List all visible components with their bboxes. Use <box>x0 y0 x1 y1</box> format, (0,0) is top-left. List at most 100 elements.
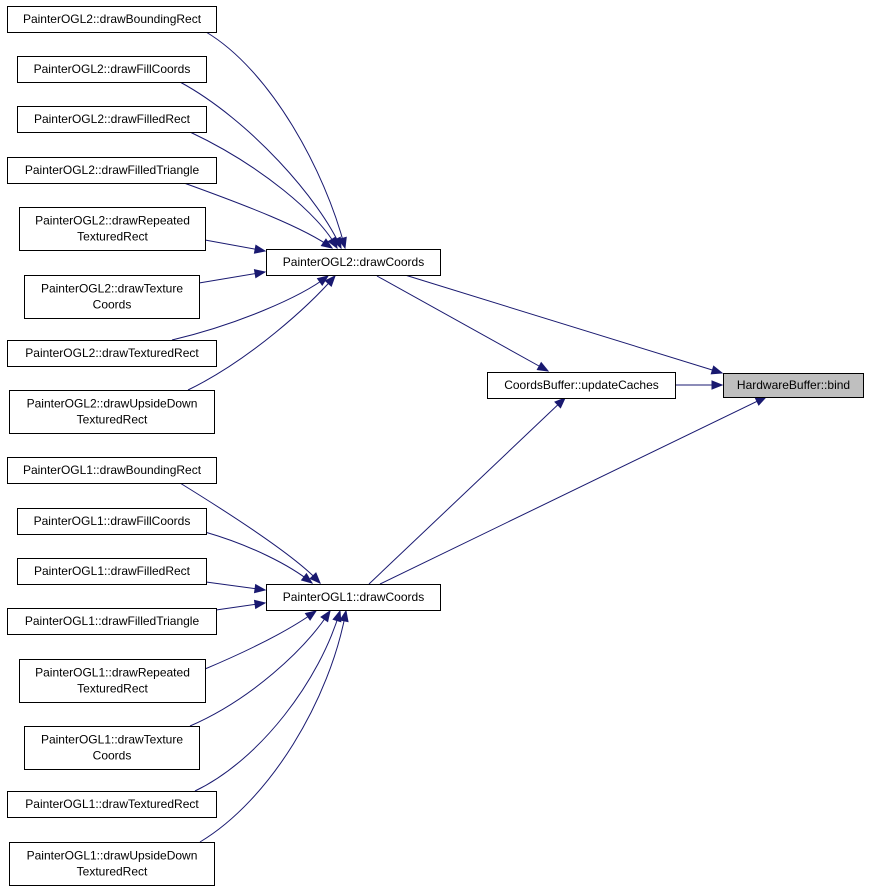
edge-line <box>199 610 347 843</box>
edge-ogl2-repeatedtexturedrect-to-ogl2-drawcoords <box>204 239 267 254</box>
node-ogl2-texturedrect[interactable]: PainterOGL2::drawTexturedRect <box>7 340 217 367</box>
node-label: TexturedRect <box>77 413 148 427</box>
node-box <box>7 340 217 367</box>
edge-line <box>179 482 321 584</box>
node-ogl1-fillcoords[interactable]: PainterOGL1::drawFillCoords <box>17 508 207 535</box>
node-label: CoordsBuffer::updateCaches <box>504 378 659 392</box>
node-box <box>9 390 215 434</box>
node-label: PainterOGL2::drawTexture <box>41 282 183 296</box>
node-label: PainterOGL1::drawRepeated <box>35 666 190 680</box>
node-label: Coords <box>93 298 132 312</box>
node-label: PainterOGL1::drawFilledRect <box>34 564 191 578</box>
edge-ogl1-upsidedowntexturedrect-to-ogl1-drawcoords <box>199 609 349 843</box>
edge-ogl1-texturedrect-to-ogl1-drawcoords <box>194 609 342 792</box>
node-label: PainterOGL1::drawBoundingRect <box>23 463 202 477</box>
node-ogl2-filledrect[interactable]: PainterOGL2::drawFilledRect <box>17 106 207 133</box>
node-label: PainterOGL2::drawUpsideDown <box>27 397 198 411</box>
node-cb-update[interactable]: CoordsBuffer::updateCaches <box>487 372 676 399</box>
arrowhead-icon <box>309 572 321 584</box>
arrowhead-icon <box>554 397 566 409</box>
node-label: PainterOGL1::drawTexturedRect <box>25 797 199 811</box>
arrowhead-icon <box>320 238 334 249</box>
edge-ogl2-drawcoords-to-hb-bind <box>404 274 724 375</box>
edges-layer <box>171 31 768 843</box>
node-box <box>24 275 200 319</box>
edge-line <box>204 610 317 670</box>
edge-ogl2-upsidedowntexturedrect-to-ogl2-drawcoords <box>187 274 336 391</box>
node-label: TexturedRect <box>77 682 148 696</box>
node-label: PainterOGL1::drawTexture <box>41 733 183 747</box>
edge-line <box>379 396 767 585</box>
edge-ogl2-filledrect-to-ogl2-drawcoords <box>189 131 338 250</box>
node-ogl2-filledtriangle[interactable]: PainterOGL2::drawFilledTriangle <box>7 157 217 184</box>
node-box <box>17 106 207 133</box>
node-box <box>19 207 206 251</box>
node-ogl1-filledrect[interactable]: PainterOGL1::drawFilledRect <box>17 558 207 585</box>
arrowhead-icon <box>710 365 724 375</box>
node-box <box>9 842 215 886</box>
edge-ogl1-texturecoords-to-ogl1-drawcoords <box>189 609 331 727</box>
arrowhead-icon <box>332 609 342 623</box>
arrowhead-icon <box>711 380 724 390</box>
node-ogl2-fillcoords[interactable]: PainterOGL2::drawFillCoords <box>17 56 207 83</box>
node-ogl2-boundingrect[interactable]: PainterOGL2::drawBoundingRect <box>7 6 217 33</box>
node-box <box>24 726 200 770</box>
arrowhead-icon <box>304 610 318 621</box>
edge-ogl1-boundingrect-to-ogl1-drawcoords <box>179 482 321 584</box>
node-label: PainterOGL2::drawTexturedRect <box>25 346 199 360</box>
edge-line <box>187 275 336 391</box>
edge-ogl1-filledrect-to-ogl1-drawcoords <box>205 581 267 594</box>
node-box <box>7 457 217 484</box>
node-label: TexturedRect <box>77 865 148 879</box>
node-label: PainterOGL2::drawCoords <box>283 255 424 269</box>
edge-line <box>179 81 342 249</box>
node-box <box>7 608 217 635</box>
edge-line <box>205 31 346 249</box>
node-ogl1-drawcoords[interactable]: PainterOGL1::drawCoords <box>266 584 441 611</box>
node-label: Coords <box>93 749 132 763</box>
edge-line <box>368 397 566 585</box>
arrowhead-icon <box>327 236 338 250</box>
edge-line <box>198 271 266 284</box>
node-box <box>266 249 441 276</box>
arrowhead-icon <box>754 396 768 406</box>
edge-ogl2-texturecoords-to-ogl2-drawcoords <box>198 269 267 284</box>
edge-line <box>204 531 313 584</box>
edge-ogl1-fillcoords-to-ogl1-drawcoords <box>204 531 314 584</box>
node-box <box>7 6 217 33</box>
edge-line <box>183 182 333 249</box>
node-label: PainterOGL1::drawUpsideDown <box>27 849 198 863</box>
node-box <box>17 56 207 83</box>
node-box <box>266 584 441 611</box>
arrowhead-icon <box>339 609 349 623</box>
node-box <box>17 508 207 535</box>
node-box <box>7 157 217 184</box>
node-ogl1-texturedrect[interactable]: PainterOGL1::drawTexturedRect <box>7 791 217 818</box>
node-hb-bind[interactable]: HardwareBuffer::bind <box>723 373 864 398</box>
edge-ogl1-repeatedtexturedrect-to-ogl1-drawcoords <box>204 610 318 670</box>
node-ogl1-boundingrect[interactable]: PainterOGL1::drawBoundingRect <box>7 457 217 484</box>
edge-line <box>189 131 338 249</box>
edge-ogl2-drawcoords-to-cb-update <box>376 275 550 372</box>
arrowhead-icon <box>324 274 336 287</box>
node-box <box>723 373 864 398</box>
node-ogl2-drawcoords[interactable]: PainterOGL2::drawCoords <box>266 249 441 276</box>
arrowhead-icon <box>253 269 267 279</box>
node-label: PainterOGL2::drawFilledTriangle <box>25 163 200 177</box>
arrowhead-icon <box>536 361 550 372</box>
node-box <box>7 791 217 818</box>
node-label: PainterOGL1::drawCoords <box>283 590 424 604</box>
arrowhead-icon <box>253 244 267 254</box>
node-label: PainterOGL2::drawFilledRect <box>34 112 191 126</box>
node-box <box>19 659 206 703</box>
edge-ogl2-boundingrect-to-ogl2-drawcoords <box>205 31 347 250</box>
node-ogl1-filledtriangle[interactable]: PainterOGL1::drawFilledTriangle <box>7 608 217 635</box>
arrowhead-icon <box>320 609 331 623</box>
